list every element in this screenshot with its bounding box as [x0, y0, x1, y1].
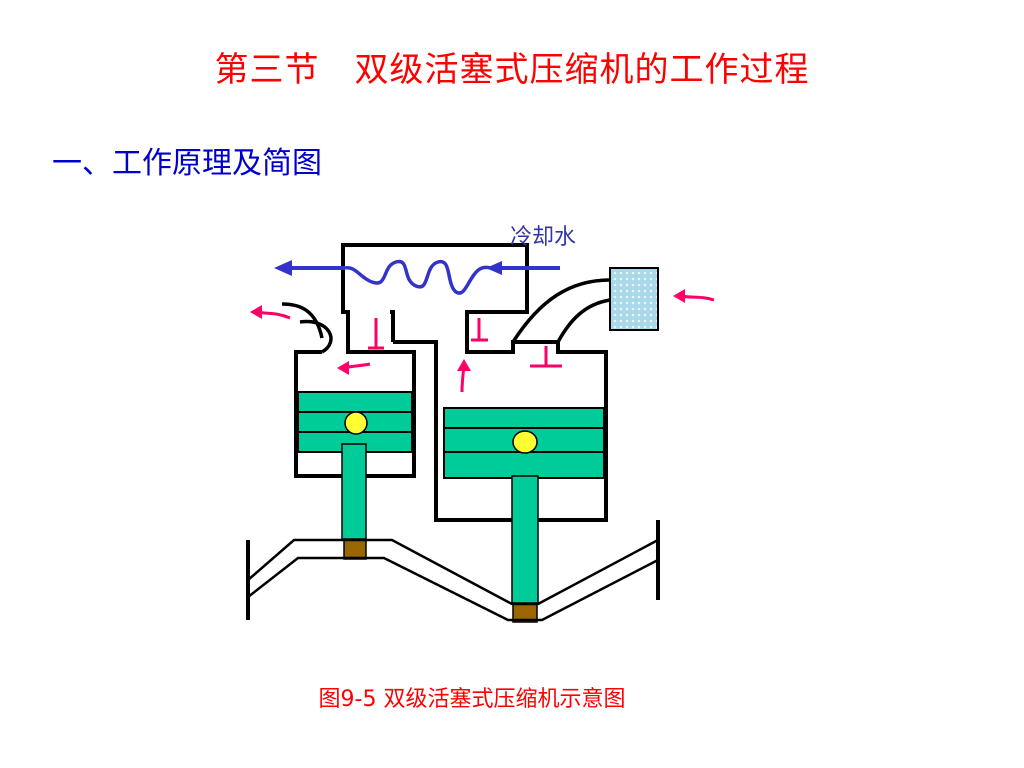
cooling-coil — [344, 259, 491, 295]
left-connecting-rod — [341, 443, 367, 541]
figure-caption: 图9-5 双级活塞式压缩机示意图 — [318, 687, 626, 712]
valve-right-outlet — [530, 346, 562, 368]
flow-arrow-right-cylinder-up — [457, 359, 471, 393]
right-piston-pin — [512, 430, 538, 454]
inlet-pipe — [511, 278, 611, 343]
right-cylinder-wall — [393, 340, 608, 522]
page-title: 第三节 双级活塞式压缩机的工作过程 — [214, 50, 810, 90]
flow-arrow-left-cylinder — [337, 361, 371, 375]
crankshaft-top-line — [247, 538, 659, 606]
left-cylinder-wall — [294, 342, 416, 478]
cooling-water-arrow-out — [274, 260, 292, 276]
valve-right-inlet — [471, 318, 488, 342]
right-connecting-rod — [511, 475, 539, 605]
section-heading: 一、工作原理及简图 — [52, 146, 322, 181]
left-crank-joint — [343, 538, 367, 560]
cooling-water-arrow-in — [486, 261, 502, 275]
flow-arrow-exhaust — [250, 305, 291, 320]
left-piston-pin — [344, 411, 368, 435]
crankshaft-bottom-line — [247, 556, 659, 622]
air-filter-icon — [609, 267, 659, 331]
left-exhaust-pipe — [281, 302, 333, 354]
left-exhaust-pipe-top — [282, 303, 348, 352]
cooling-water-label: 冷却水 — [510, 225, 576, 250]
intercooler-outline — [341, 243, 529, 342]
flow-arrow-intake — [673, 289, 715, 303]
valve-left-outlet — [368, 318, 384, 350]
